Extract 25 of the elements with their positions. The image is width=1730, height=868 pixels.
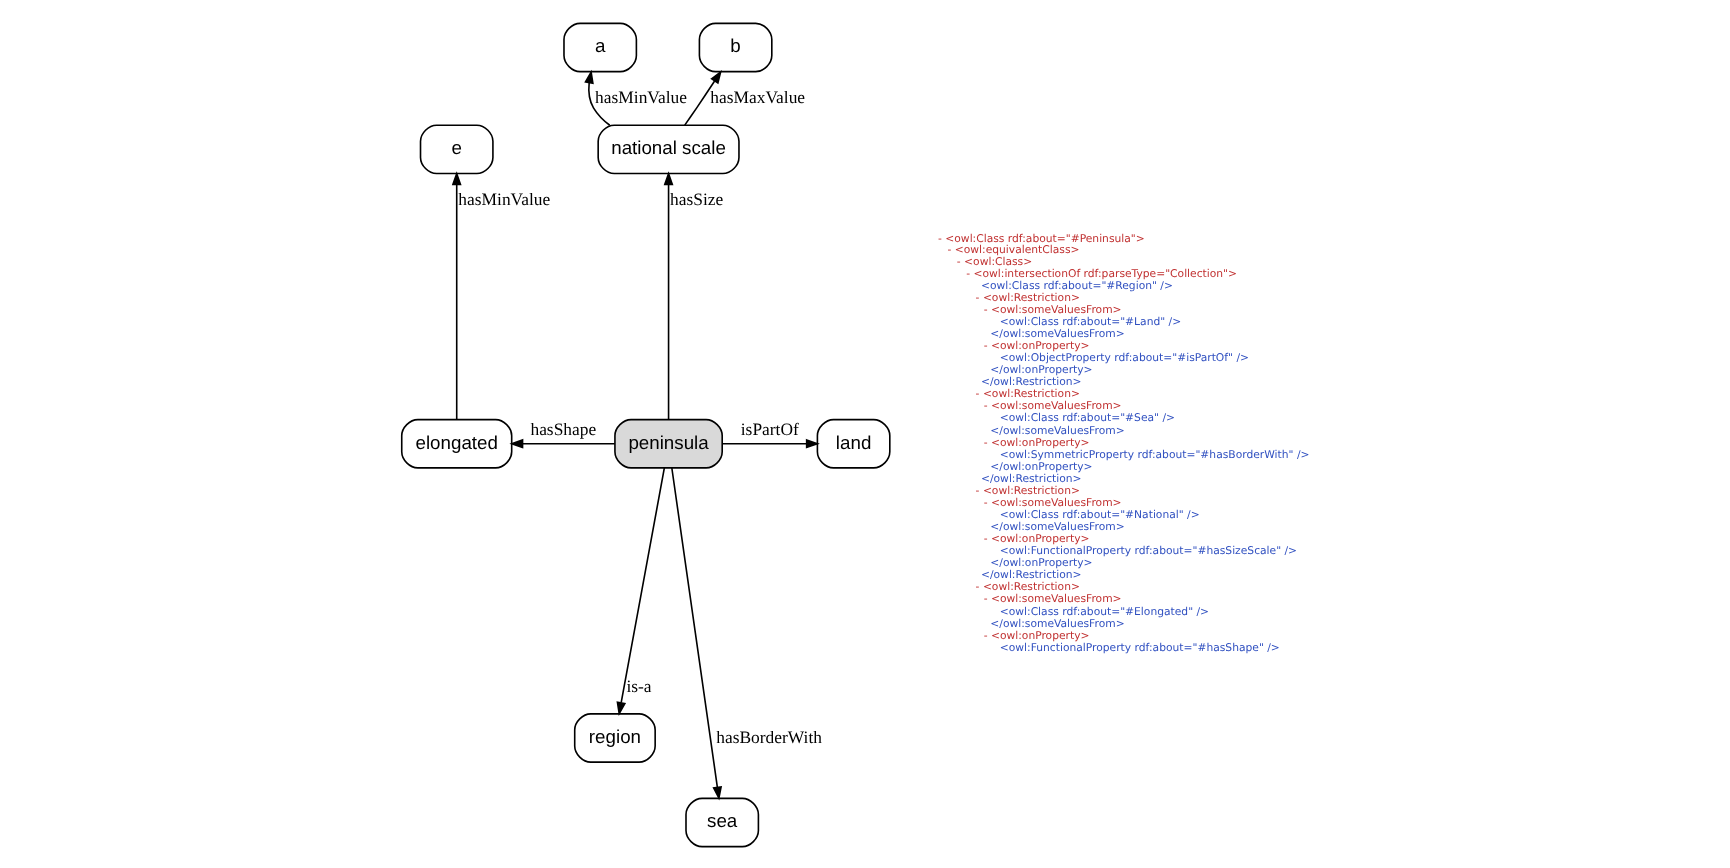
edge-label: is-a: [626, 674, 652, 695]
arrow: [509, 437, 616, 448]
node-box: elongated: [400, 417, 513, 468]
node-box: national scale: [597, 123, 740, 174]
node-box: sea: [685, 796, 760, 847]
arrow: [663, 170, 674, 419]
node-box: a: [563, 21, 638, 72]
node-box: b: [698, 21, 773, 72]
edge-label: hasShape: [530, 417, 597, 438]
node-box: peninsula: [614, 417, 723, 468]
edge-label: hasMaxValue: [710, 86, 806, 107]
edge-label: hasBorderWith: [716, 725, 822, 746]
edge-label: hasSize: [670, 187, 724, 208]
arrow: [451, 170, 462, 419]
arrow: [584, 68, 611, 126]
arrow: [683, 68, 722, 125]
edge-label: isPartOf: [740, 417, 799, 438]
edge-label: hasMinValue: [595, 86, 688, 107]
node-box: land: [816, 417, 891, 468]
edge-label: hasMinValue: [458, 187, 551, 208]
node-box: region: [573, 712, 656, 762]
node-box: e: [419, 123, 494, 174]
arrow: [616, 466, 666, 715]
arrow: [721, 437, 820, 448]
arrow: [671, 466, 723, 800]
